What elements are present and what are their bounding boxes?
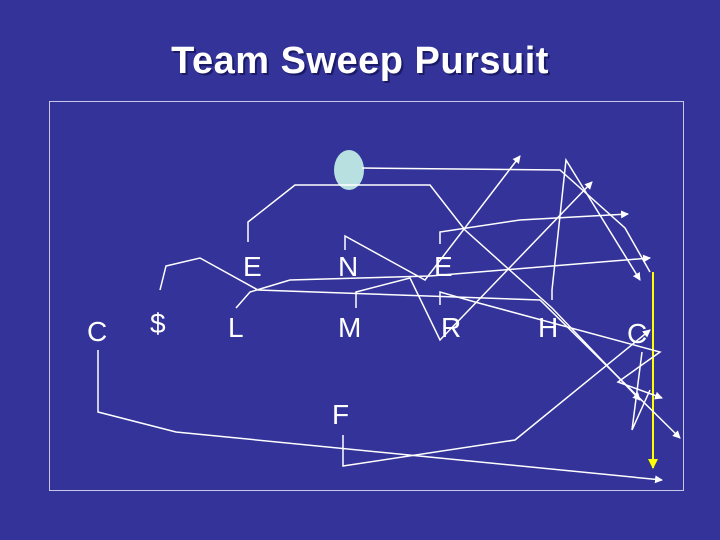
player-money: $ [150,308,166,339]
player-mike-lb: M [338,312,361,343]
player-free-safety: F [332,399,349,430]
player-left-lb: L [228,312,244,343]
right-end-path [439,210,629,244]
field-frame [49,101,684,491]
nose-path [344,155,521,281]
mike-lb-path [355,181,593,342]
player-nose: N [338,251,358,282]
right-corner-path [631,351,651,431]
player-rover: R [441,312,461,343]
slide-title: Team Sweep Pursuit [171,40,549,82]
player-right-corner: C [627,318,647,349]
left-lb-path [235,254,651,309]
rover-path [439,291,663,400]
ball-carrier-path [361,167,651,273]
left-corner-path [97,350,663,484]
player-right-end: E [434,251,453,282]
ball-carrier [334,150,364,190]
player-left-end: E [243,251,262,282]
hero-path [551,157,641,300]
free-safety-path [342,329,651,467]
left-end-path [247,184,641,401]
player-left-corner: C [87,316,107,347]
player-hero: H [538,312,558,343]
money-path [159,257,681,439]
